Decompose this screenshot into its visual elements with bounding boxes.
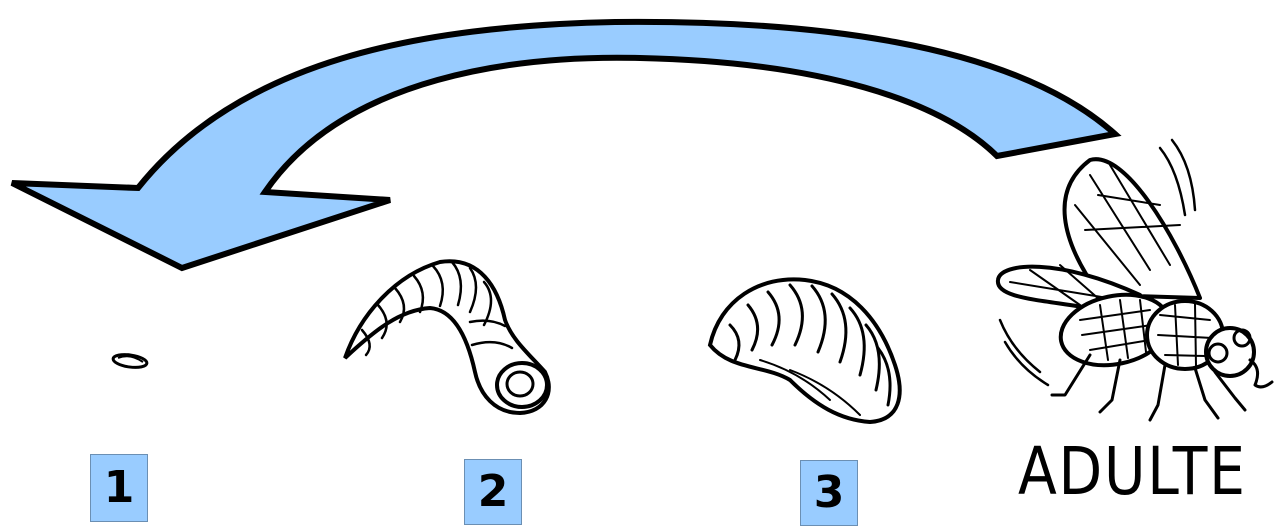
stage-2-number: 2 [478, 470, 509, 514]
larva-illustration [345, 261, 549, 413]
pupa-illustration [710, 279, 900, 422]
egg-illustration [112, 353, 147, 370]
adult-fly-illustration [998, 140, 1272, 420]
stage-1-label: 1 [90, 454, 148, 522]
stage-1-number: 1 [104, 466, 135, 510]
stage-3-number: 3 [814, 471, 845, 515]
adult-stage-label: ADULTE [1018, 432, 1235, 512]
cycle-arrow [12, 22, 1115, 268]
stage-3-label: 3 [800, 460, 858, 526]
stage-2-label: 2 [464, 459, 522, 525]
